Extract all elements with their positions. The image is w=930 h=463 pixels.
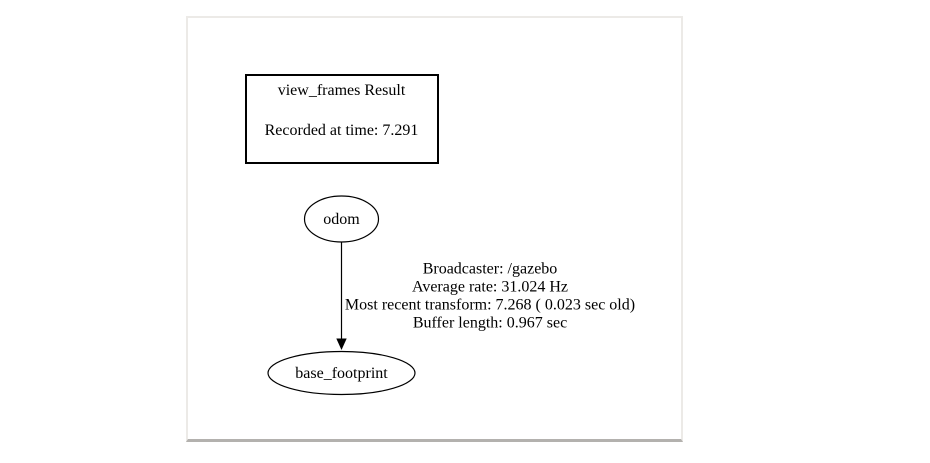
edge-label-broadcaster: Broadcaster: /gazebo: [423, 261, 558, 278]
title-box: [245, 74, 439, 164]
edge-label: Broadcaster: /gazebo Average rate: 31.02…: [345, 261, 635, 332]
edge-label-buffer-length: Buffer length: 0.967 sec: [413, 315, 567, 332]
tf-tree-graph: view_frames Result Recorded at time: 7.2…: [245, 74, 635, 396]
node-base-footprint-ellipse: [267, 350, 416, 396]
edge-label-most-recent-transform: Most recent transform: 7.268 ( 0.023 sec…: [345, 297, 635, 314]
node-base-footprint-label: base_footprint: [295, 365, 388, 382]
edge-label-average-rate: Average rate: 31.024 Hz: [412, 279, 568, 296]
edge-arrowhead-icon: [336, 338, 347, 350]
recorded-at-time-text: Recorded at time: 7.291: [265, 122, 419, 139]
title-box-heading: view_frames Result: [278, 82, 406, 99]
node-odom-label: odom: [323, 211, 360, 228]
